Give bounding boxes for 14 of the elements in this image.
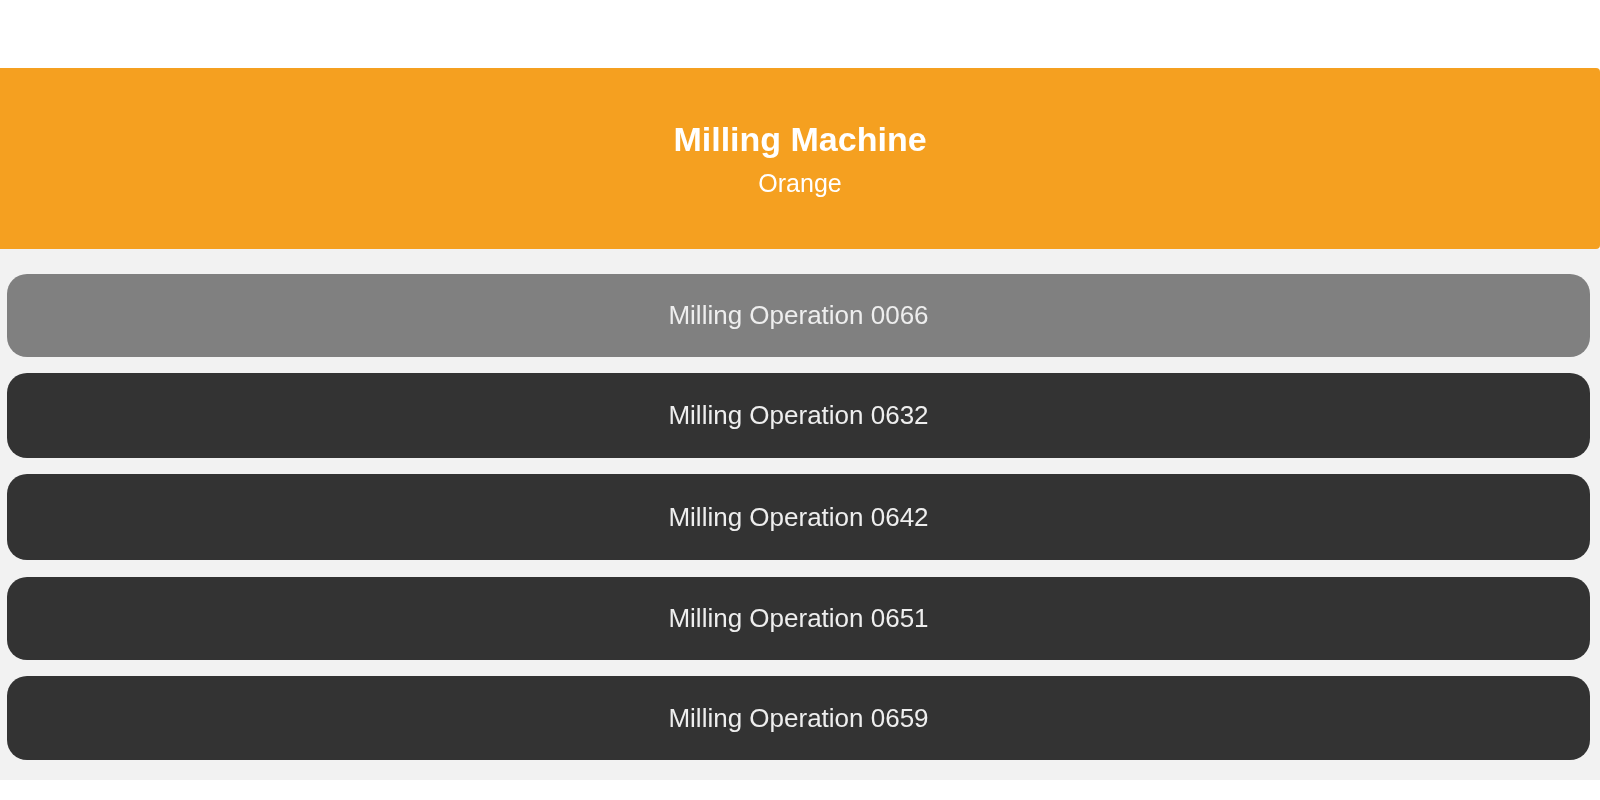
panel-background xyxy=(0,249,1600,780)
operation-bar xyxy=(7,577,1590,660)
operation-label: Milling Operation 0066 xyxy=(668,300,929,331)
header-card xyxy=(0,68,1600,249)
operation-bar xyxy=(7,676,1590,760)
operation-bar xyxy=(7,474,1590,560)
operation-bar xyxy=(7,373,1590,458)
operation-label: Milling Operation 0642 xyxy=(668,501,929,533)
header-subtitle: Orange xyxy=(758,168,842,198)
operation-label: Milling Operation 0651 xyxy=(668,603,929,634)
operation-label: Milling Operation 0659 xyxy=(668,702,929,734)
header-title: Milling Machine xyxy=(673,119,927,159)
operation-bar xyxy=(7,274,1590,357)
operation-label: Milling Operation 0632 xyxy=(668,400,929,431)
